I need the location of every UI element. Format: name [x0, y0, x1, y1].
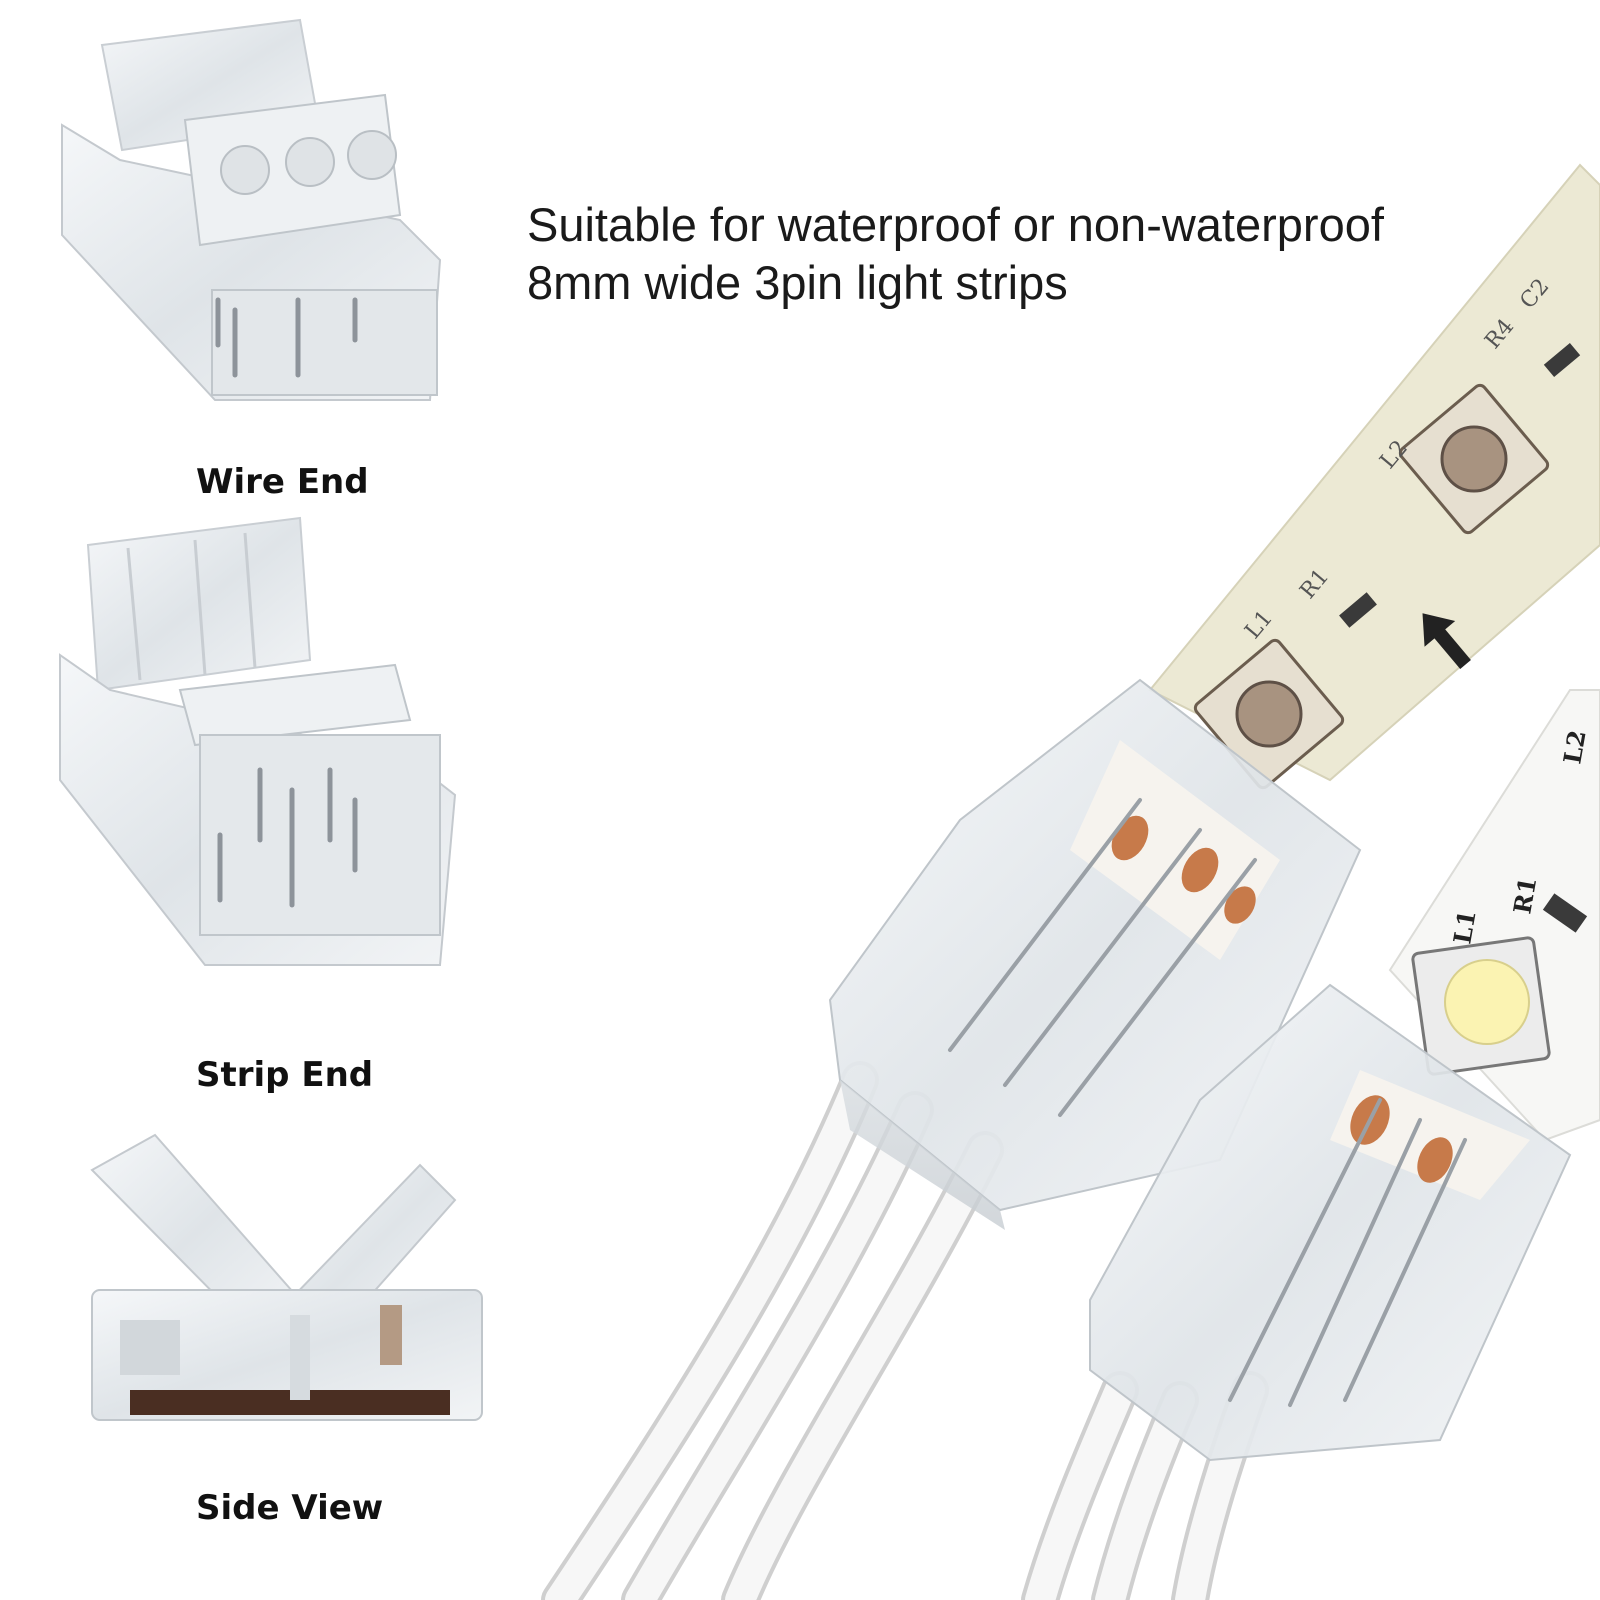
arrow-up-icon: [1422, 613, 1471, 670]
headline-line-2: 8mm wide 3pin light strips: [527, 256, 1068, 309]
wire-end-pins: [215, 297, 358, 378]
strip-end-connector: [59, 516, 457, 966]
caption-side-view: Side View: [196, 1488, 384, 1528]
caption-wire-end: Wire End: [196, 462, 369, 502]
headline: Suitable for waterproof or non-waterproo…: [527, 196, 1527, 312]
strip-end-pins: [217, 767, 358, 908]
white-led-strip: L2 R1 L1: [1388, 689, 1600, 1142]
white-strip-label-l2: L2: [1557, 728, 1591, 766]
cables: [541, 1061, 1269, 1600]
white-strip-label-l1: L1: [1447, 908, 1481, 946]
headline-line-1: Suitable for waterproof or non-waterproo…: [527, 198, 1384, 251]
caption-strip-end: Strip End: [196, 1055, 374, 1095]
white-strip-label-r1: R1: [1507, 875, 1542, 916]
rgb-led-strip: R4 C2 L2 R1 L1: [1148, 163, 1600, 790]
side-view-connector: [90, 1133, 483, 1421]
white-led-chip: [1444, 959, 1530, 1045]
white-strip-connector: [1089, 983, 1572, 1462]
wire-end-connector: [61, 18, 442, 401]
